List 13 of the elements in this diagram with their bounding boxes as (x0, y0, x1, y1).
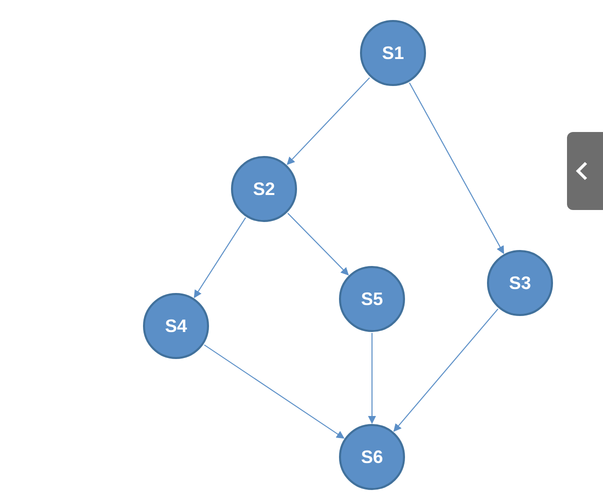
state-label: S2 (252, 178, 276, 201)
arrow (194, 217, 246, 298)
state-label: S4 (164, 315, 188, 338)
arrow (408, 82, 504, 254)
state-label: S1 (382, 42, 404, 65)
arrow (286, 77, 370, 166)
state-label: S6 (360, 446, 384, 469)
arrow (368, 332, 376, 424)
state-label: S3 (508, 272, 532, 295)
state-label: S5 (360, 288, 384, 311)
arrow (204, 344, 345, 439)
arrow (287, 212, 349, 276)
arrow (393, 308, 498, 432)
